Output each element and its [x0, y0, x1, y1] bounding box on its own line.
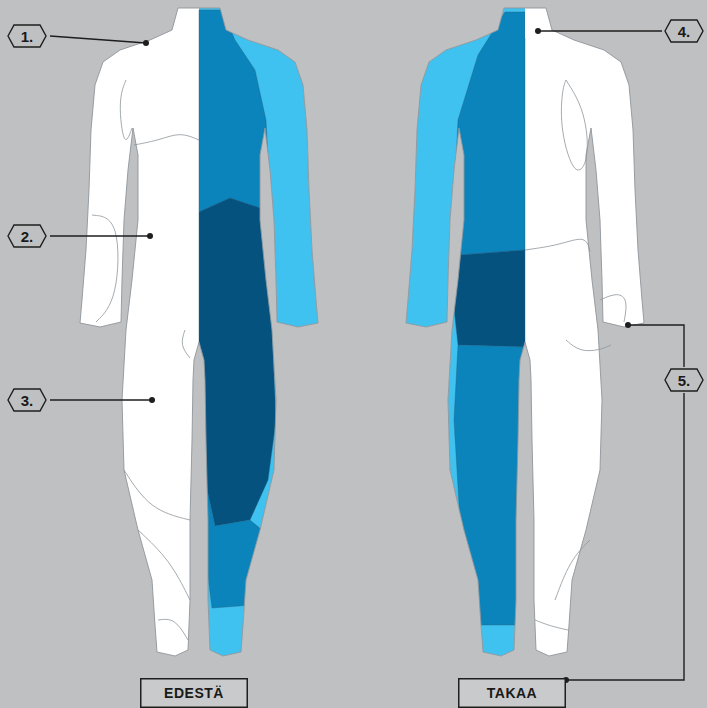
leader-line: [566, 393, 684, 680]
seam-line: [566, 340, 611, 351]
leader-line: [628, 325, 684, 367]
seam-line: [525, 239, 590, 252]
callout-text: 2.: [21, 228, 34, 245]
seam-line: [120, 80, 132, 140]
callout-number: 2.: [7, 224, 47, 248]
view-label-box: TAKAA: [458, 678, 566, 708]
seam-line: [158, 619, 188, 640]
leader-dot: [143, 40, 149, 46]
leader-dot: [625, 322, 631, 328]
seam-line: [555, 540, 590, 600]
callout-text: 1.: [21, 28, 34, 45]
leader-dot: [535, 28, 541, 34]
collar-panel: [525, 12, 548, 38]
seam-line: [535, 620, 568, 630]
suit-outline: [406, 8, 644, 656]
callout-text: 4.: [678, 23, 691, 40]
view-label: EDESTÄ: [164, 685, 224, 701]
seam-line: [134, 135, 199, 145]
seam-line: [561, 80, 587, 170]
view-label: TAKAA: [487, 685, 537, 701]
callout-text: 3.: [21, 392, 34, 409]
view-label-box: EDESTÄ: [140, 678, 248, 708]
seam-line: [92, 215, 118, 322]
leader-line: [50, 36, 146, 43]
callout-number: 1.: [7, 24, 47, 48]
callout-text: 5.: [678, 372, 691, 389]
seam-line: [138, 530, 190, 600]
seam-line: [600, 295, 626, 322]
callout-number: 3.: [7, 388, 47, 412]
suit-outline: [80, 8, 318, 656]
seam-line: [182, 330, 190, 358]
suit-panels: [0, 0, 525, 708]
leader-line: [538, 30, 662, 31]
leader-line: [50, 399, 152, 400]
leader-line: [50, 235, 150, 236]
leader-dot: [149, 397, 155, 403]
callout-number: 4.: [664, 19, 704, 43]
callout-number: 5.: [664, 368, 704, 392]
leader-dot: [147, 233, 153, 239]
